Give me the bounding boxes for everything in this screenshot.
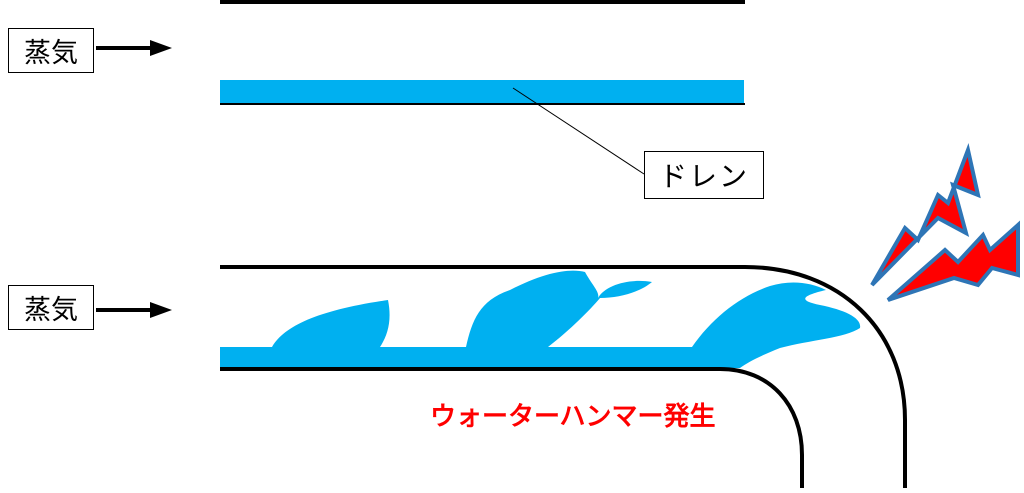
bent-pipe bbox=[220, 265, 907, 488]
drain-leader-line bbox=[512, 87, 645, 175]
drain-label: ドレン bbox=[644, 151, 764, 199]
water-layer bbox=[220, 270, 861, 368]
straight-pipe bbox=[220, 0, 745, 175]
bent-pipe-inner-wall bbox=[220, 367, 804, 488]
impact-bolt-icon bbox=[870, 143, 981, 287]
water-hammer-caption: ウォーターハンマー発生 bbox=[430, 402, 716, 432]
impact-bolt-icon bbox=[886, 220, 1020, 302]
drain-water-layer bbox=[220, 80, 744, 103]
steam-arrow-top bbox=[96, 40, 172, 56]
bent-pipe-outer-wall bbox=[220, 265, 907, 488]
steam-label-bottom: 蒸気 bbox=[8, 285, 94, 330]
steam-label-top: 蒸気 bbox=[8, 28, 94, 73]
steam-arrow-bottom bbox=[96, 302, 172, 318]
